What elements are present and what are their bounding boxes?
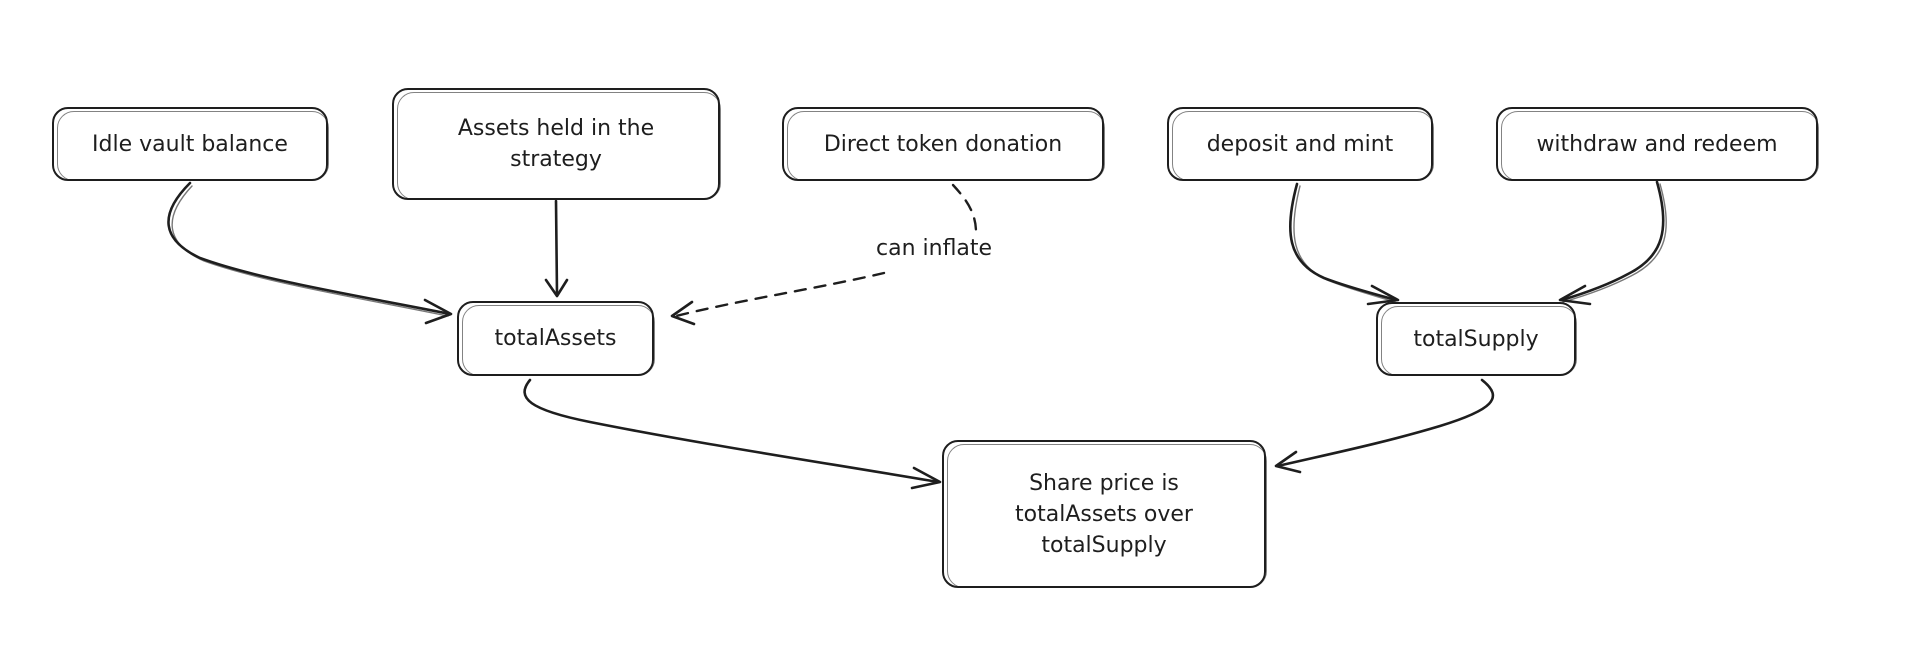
node-withdraw-and-redeem: withdraw and redeem: [1496, 107, 1819, 181]
node-share-price-label: Share price is totalAssets over totalSup…: [1015, 470, 1193, 558]
node-totalassets: totalAssets: [457, 301, 655, 376]
node-deposit-and-mint: deposit and mint: [1167, 107, 1434, 181]
node-direct-token-donation: Direct token donation: [782, 107, 1105, 181]
edge-totalsupply-to-shareprice: [1274, 378, 1495, 474]
node-deposit-and-mint-label: deposit and mint: [1206, 131, 1394, 157]
node-idle-vault-balance: Idle vault balance: [52, 107, 329, 181]
node-direct-token-donation-label: Direct token donation: [823, 131, 1063, 157]
node-totalassets-label: totalAssets: [494, 326, 617, 351]
edge-idle-to-totalassets: [167, 181, 453, 325]
edge-withdraw-to-totalsupply: [1558, 180, 1667, 306]
node-totalsupply-label: totalSupply: [1413, 326, 1539, 352]
node-assets-in-strategy: Assets held in the strategy: [392, 88, 721, 200]
edge-donation-to-totalassets: [670, 183, 978, 326]
edge-strategy-to-totalassets: [544, 199, 569, 298]
node-share-price: Share price is totalAssets over totalSup…: [942, 440, 1267, 588]
node-idle-vault-balance-label: Idle vault balance: [92, 131, 288, 157]
node-assets-in-strategy-label: Assets held in the strategy: [457, 116, 655, 172]
node-withdraw-and-redeem-label: withdraw and redeem: [1536, 131, 1778, 157]
edge-deposit-to-totalsupply: [1288, 182, 1400, 306]
edge-totalassets-to-shareprice: [523, 378, 942, 490]
edge-label-can-inflate: can inflate: [872, 235, 997, 263]
node-totalsupply: totalSupply: [1376, 302, 1577, 376]
